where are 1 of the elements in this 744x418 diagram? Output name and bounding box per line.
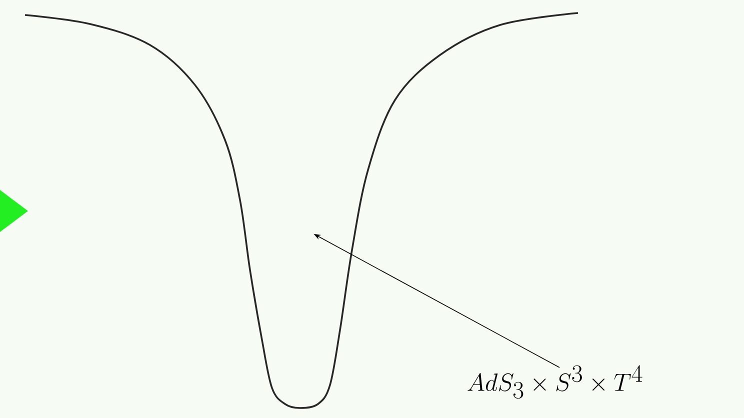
- formula-label: $AdS_3 \times S^3 \times T^4$: [468, 365, 642, 399]
